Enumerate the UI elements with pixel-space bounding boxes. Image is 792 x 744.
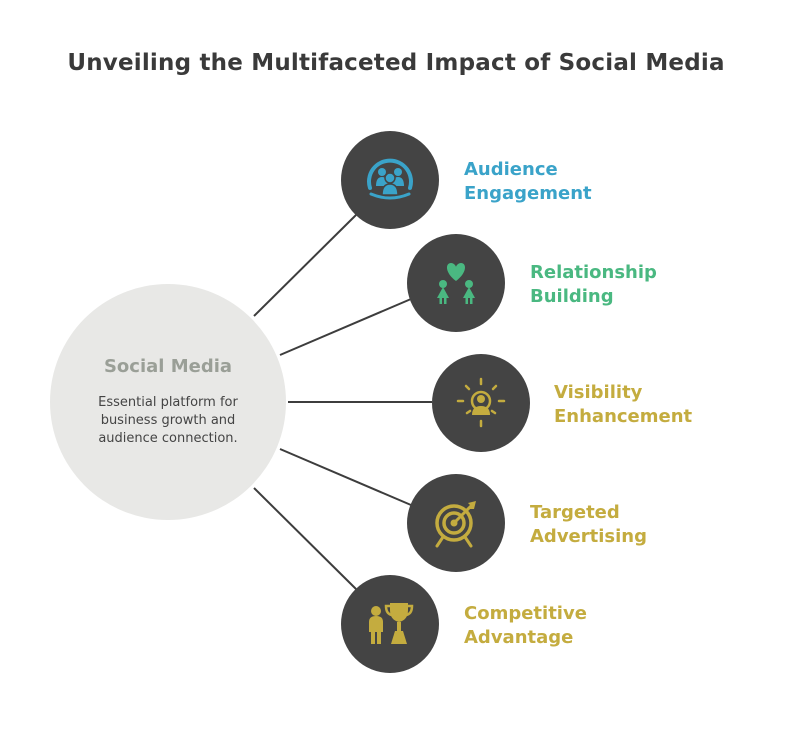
person-trophy-icon <box>369 603 414 644</box>
connector-line <box>253 487 357 590</box>
shining-person-icon <box>456 377 506 428</box>
heart-people-icon <box>437 263 475 304</box>
label-relationship-building: Relationship Building <box>530 262 657 307</box>
label-competitive-advantage: Competitive Advantage <box>464 603 587 648</box>
target-arrow-icon <box>435 501 476 548</box>
hub-title: Social Media <box>103 356 233 377</box>
connector-line <box>253 214 357 317</box>
label-visibility-enhancement: Visibility Enhancement <box>554 382 693 427</box>
connector-line <box>279 298 412 356</box>
central-hub-circle <box>50 284 286 520</box>
label-audience-engagement: Audience Engagement <box>464 159 592 204</box>
node-visibility-enhancement <box>432 354 530 452</box>
node-targeted-advertising <box>407 474 505 572</box>
connector-line <box>279 448 412 506</box>
hub-description: Essential platform for business growth a… <box>98 395 238 446</box>
node-competitive-advantage <box>341 575 439 673</box>
node-audience-engagement <box>341 131 439 229</box>
audience-group-icon <box>367 158 413 200</box>
label-targeted-advertising: Targeted Advertising <box>530 502 647 547</box>
diagram-title: Unveiling the Multifaceted Impact of Soc… <box>67 50 725 76</box>
node-relationship-building <box>407 234 505 332</box>
